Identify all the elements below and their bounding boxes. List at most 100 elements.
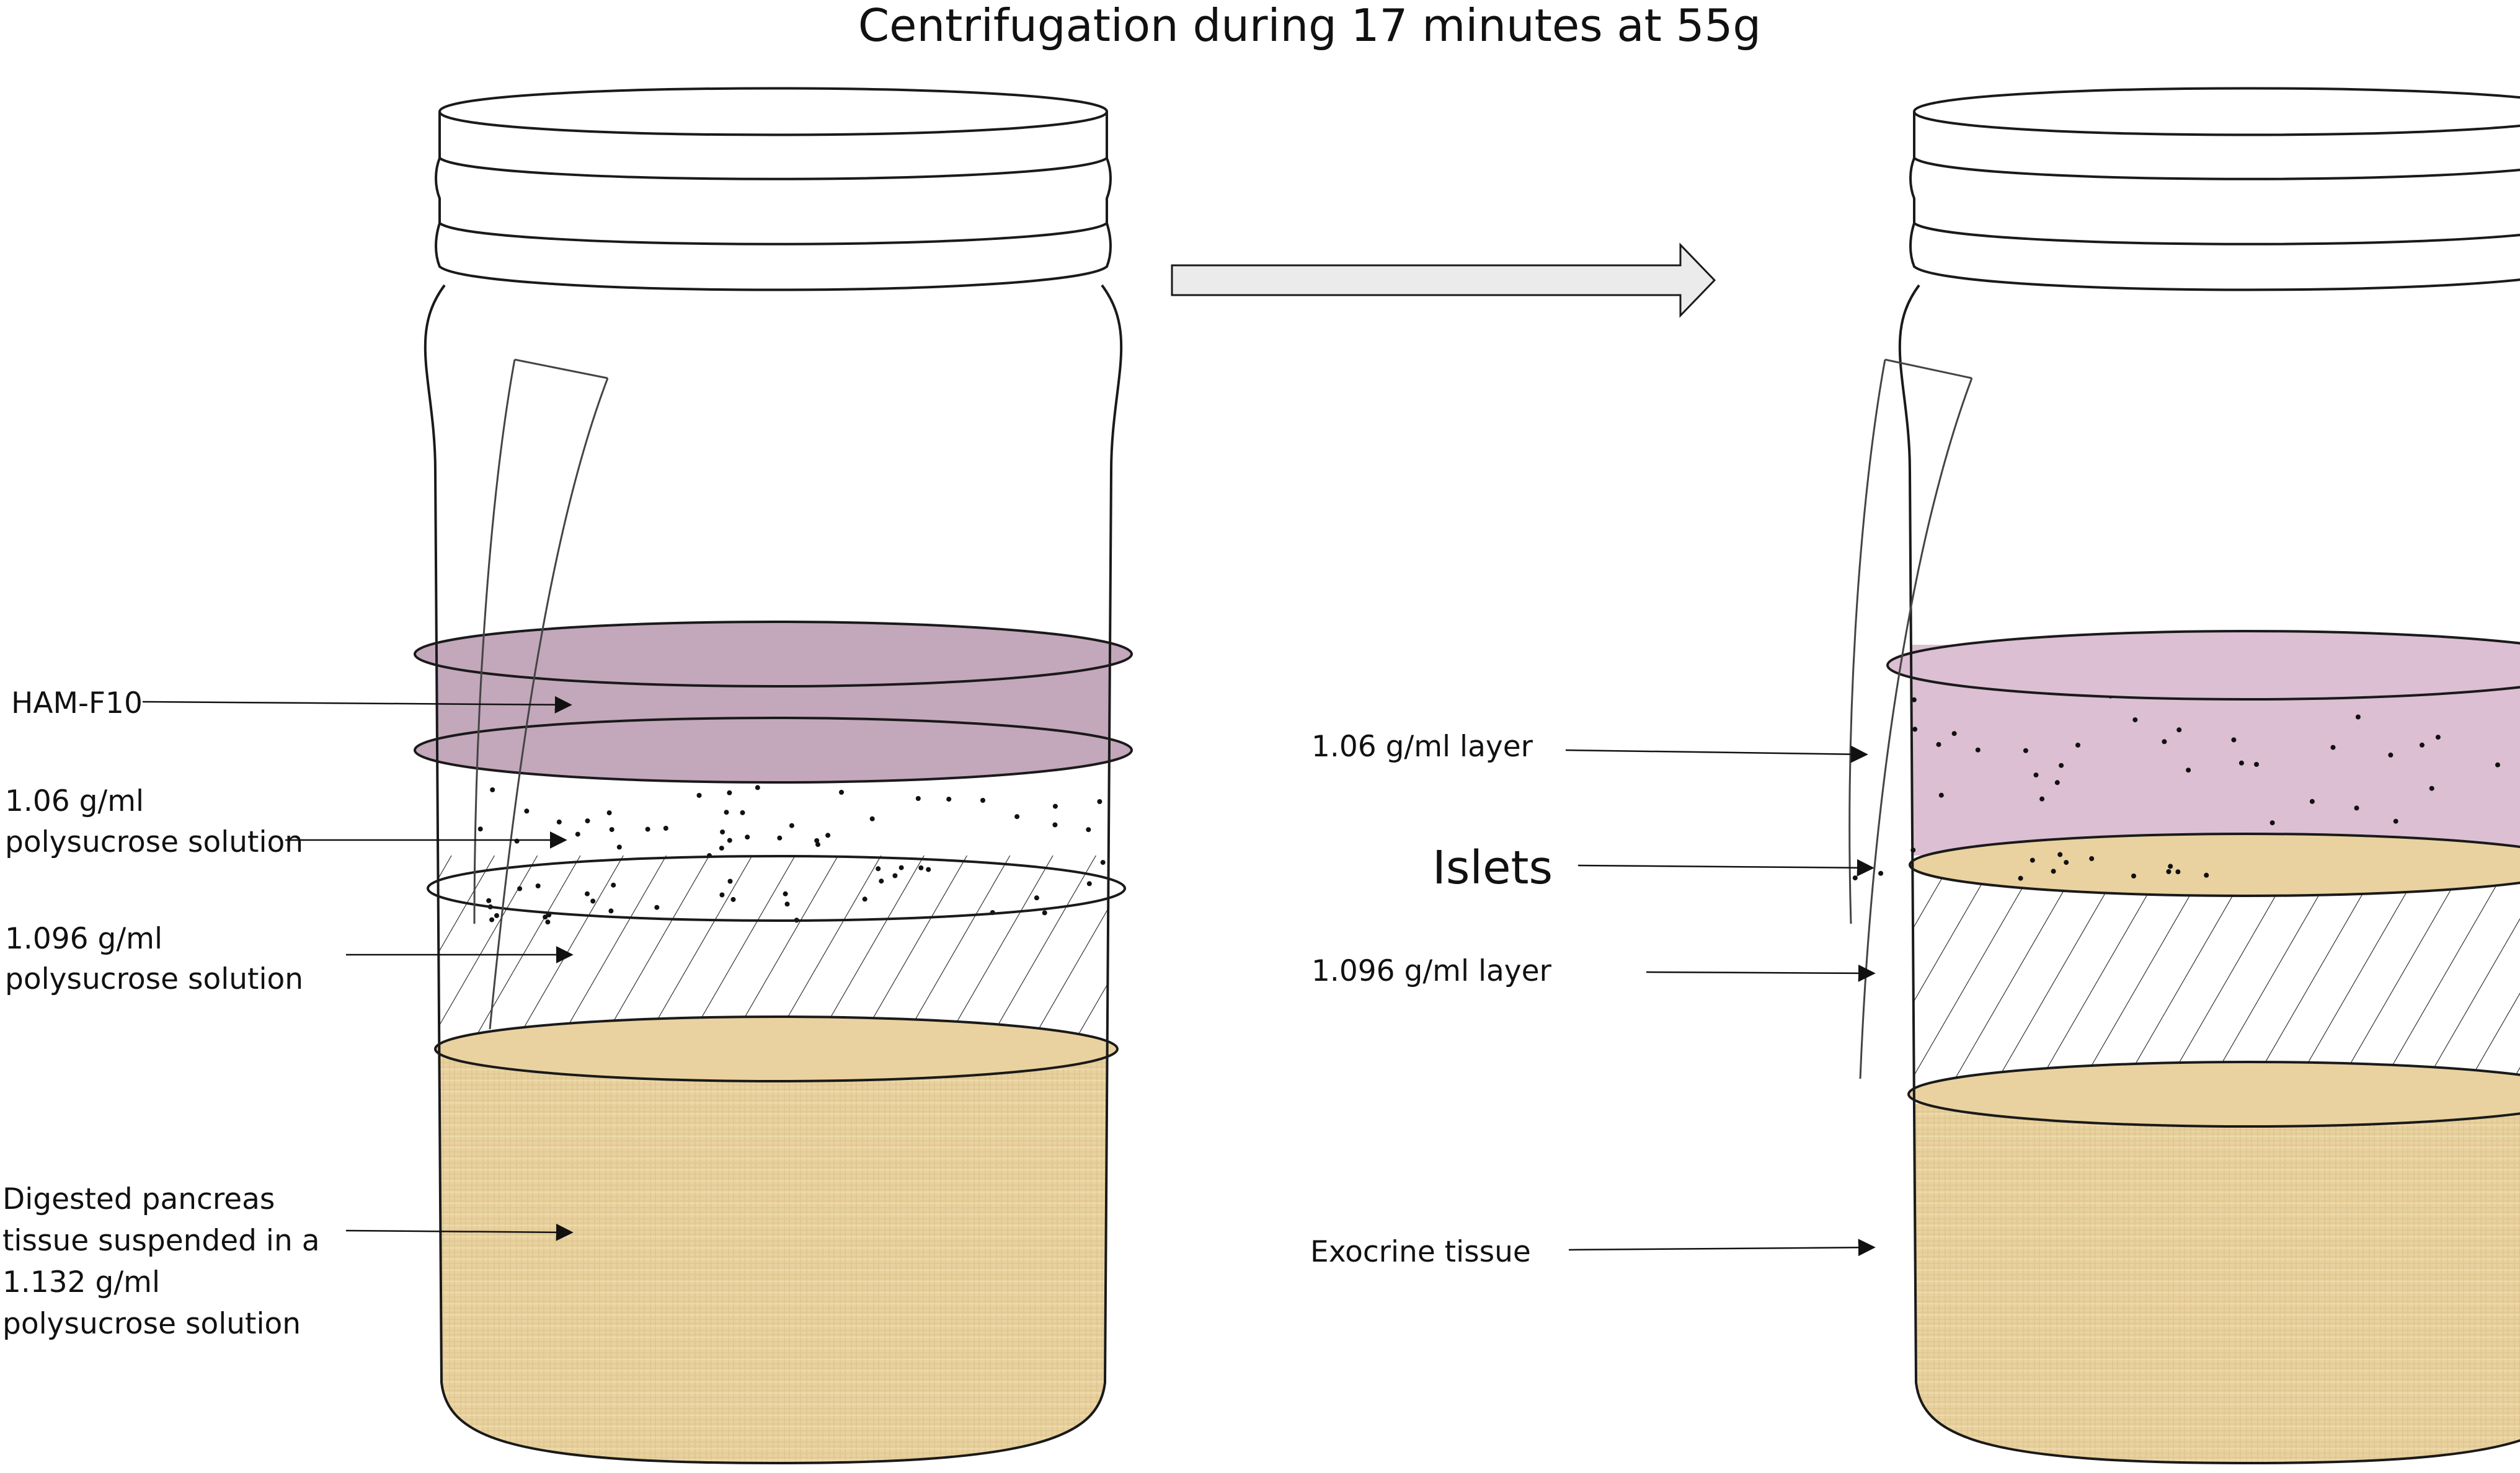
pointer-layer-1096 (1646, 964, 1876, 982)
islet-dot (918, 865, 924, 870)
islet-dot (2309, 798, 2315, 804)
islet-dot (524, 808, 530, 814)
islet-dot (489, 917, 495, 922)
islet-dot (755, 785, 760, 790)
islet-dot (719, 846, 724, 851)
islet-dot (1951, 731, 1957, 736)
islet-dot (879, 878, 884, 884)
islet-dot (2429, 785, 2434, 791)
islet-dot (545, 919, 551, 925)
islet-dot (1900, 800, 1905, 805)
islet-dot (789, 823, 794, 828)
label-106-line1: 1.06 g/ml (5, 784, 144, 818)
islet-dot (2051, 869, 2056, 874)
label-digest-line1: Digested pancreas (2, 1182, 275, 1216)
islet-dot (2435, 735, 2441, 740)
layer-106-top-surface (1886, 630, 2520, 701)
islet-dot (2075, 742, 2080, 748)
islet-dot (2023, 748, 2028, 753)
tissue-layer-1132 (435, 1048, 1111, 1463)
exocrine-layer (1910, 1104, 2520, 1463)
islet-dot (1901, 746, 1906, 751)
islet-dot (1097, 799, 1102, 804)
islet-dot (862, 896, 867, 902)
islet-dot (2269, 820, 2275, 826)
islet-dot (585, 891, 590, 896)
islet-dot (2166, 869, 2172, 874)
exocrine-top-surface (1907, 1061, 2520, 1128)
islet-dot (980, 798, 985, 803)
islet-dot (1112, 834, 1117, 839)
islet-dot (2330, 745, 2336, 750)
pointer-digest (345, 1223, 574, 1241)
jar-body-outline-after (1898, 284, 2520, 1465)
islet-dot (815, 842, 820, 847)
islet-dot (777, 835, 783, 841)
islet-dot (663, 826, 668, 831)
islet-dot (898, 865, 904, 870)
label-106-line2: polysucrose solution (5, 825, 303, 859)
islet-dot (1086, 881, 1092, 887)
islet-dot (575, 831, 580, 837)
islets-band (1909, 833, 2520, 897)
glass-reflection-after (1848, 358, 1973, 1079)
islet-dot (1910, 847, 1916, 853)
ham-f10-bottom-surface (414, 717, 1133, 784)
islet-dot (915, 796, 921, 801)
islet-dot (1911, 697, 1917, 702)
islet-dot (2238, 760, 2244, 766)
label-layer-106: 1.06 g/ml layer (1311, 730, 1533, 764)
islet-dot (1912, 727, 1918, 732)
islet-dot (608, 908, 614, 914)
islet-dot (2355, 714, 2361, 720)
pointer-exocrine (1568, 1239, 1876, 1257)
islet-dot (490, 787, 495, 792)
islet-dot (783, 891, 788, 896)
islet-dot (2033, 772, 2039, 778)
islet-dot (2420, 742, 2425, 748)
islet-dot (543, 914, 548, 920)
islet-dot (2495, 762, 2500, 767)
islet-dot (2393, 818, 2398, 824)
label-exocrine: Exocrine tissue (1310, 1235, 1531, 1269)
islet-dot (585, 818, 590, 824)
islet-dot (727, 838, 732, 843)
islet-dot (2388, 752, 2394, 758)
islet-dot (477, 826, 483, 832)
pointer-islets (1577, 859, 1874, 877)
label-1096-line2: polysucrose solution (5, 962, 303, 996)
islet-dot (1936, 741, 1941, 747)
islet-dot (727, 878, 733, 884)
islet-dot (892, 873, 898, 878)
islet-dot (517, 886, 523, 891)
islet-dot (720, 829, 725, 834)
islet-dot (645, 826, 650, 832)
islet-dot (876, 866, 881, 872)
pointer-layer-106 (1565, 745, 1868, 763)
islet-dot (1052, 822, 1058, 828)
islet-dot (2175, 869, 2181, 875)
islet-dot (609, 827, 614, 833)
islet-dot (730, 896, 736, 902)
label-digest-line4: polysucrose solution (2, 1307, 301, 1341)
islet-dot (740, 810, 745, 815)
islet-dot (946, 797, 952, 802)
islet-dot (2131, 874, 2136, 878)
diagram-title: Centrifugation during 17 minutes at 55g (858, 0, 1761, 51)
islet-dot (1975, 747, 1981, 753)
islet-dot (2176, 727, 2182, 733)
islet-dot (2254, 762, 2259, 767)
islet-dot (2186, 767, 2191, 773)
islet-dot (1034, 895, 1039, 901)
glass-reflection (473, 358, 609, 1030)
islet-dots-mixed (477, 785, 1117, 925)
islet-dots-band (1852, 847, 2209, 881)
islet-dot (590, 898, 596, 904)
islet-dot (2018, 875, 2023, 881)
islet-dot (1086, 827, 1091, 833)
islet-dot (825, 833, 831, 838)
islet-dot (611, 882, 616, 888)
islet-dot (1052, 803, 1058, 809)
hatch-layer-1096 (435, 856, 1111, 1042)
label-islets: Islets (1432, 841, 1553, 895)
